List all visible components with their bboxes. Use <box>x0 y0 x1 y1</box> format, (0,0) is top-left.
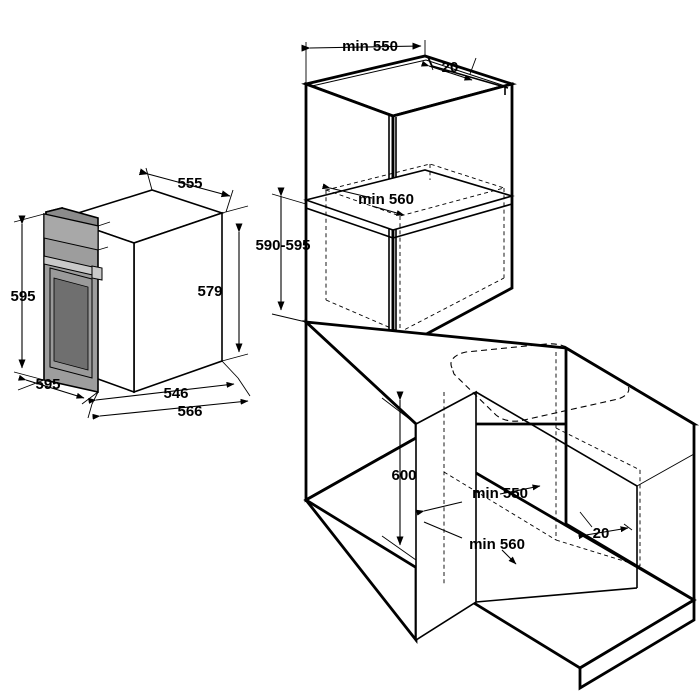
ext-579-top <box>221 205 249 214</box>
ext-595b-end <box>81 391 99 405</box>
door-depth-tick-mid <box>97 246 109 251</box>
dim-label-579: 579 <box>197 283 222 300</box>
ext-566-end <box>237 377 251 397</box>
dim-label-566: 566 <box>177 403 202 420</box>
dim-label-20-top: 20 <box>442 59 459 76</box>
ext-566-start <box>87 403 93 419</box>
hidden-diag-upper <box>555 427 641 471</box>
niche-shelf-right-edge <box>392 196 513 239</box>
dimline-min560-lower-a <box>423 521 463 539</box>
dim-595-front-width: 595 <box>17 374 99 405</box>
dim-label-min560-upper: min 560 <box>358 191 414 208</box>
dimline-20-lower <box>578 526 629 540</box>
dimline-min550-lower-a <box>416 501 463 516</box>
dim-label-min550-top: min 550 <box>342 38 398 55</box>
ext-546-end <box>221 360 239 379</box>
dim-20-top: 20 <box>420 57 477 81</box>
dim-label-595-width: 595 <box>35 376 60 393</box>
dimline-min560-upper-a <box>322 183 373 199</box>
door-glass-inner <box>53 277 89 371</box>
dim-min550-lower: min 550 <box>416 484 541 516</box>
dimline-595b <box>17 374 85 399</box>
dim-555-depth: 555 <box>138 167 234 213</box>
door-depth-tick-top <box>97 221 111 227</box>
oven-right-face <box>133 211 223 394</box>
ext-20lower-a <box>579 511 593 528</box>
installation-view: min 550 20 min 560 590-595 <box>255 38 700 691</box>
dim-label-600: 600 <box>391 467 416 484</box>
upper-cabinet-top-rim <box>311 59 506 87</box>
dimline-555 <box>138 168 231 198</box>
ext-579-bottom <box>221 353 249 362</box>
ext-595a-top <box>13 213 45 223</box>
ext-555-right <box>225 189 234 213</box>
ext-555-left <box>145 167 153 191</box>
upper-cabinet-right-face <box>391 82 514 355</box>
dim-label-595-front: 595 <box>10 288 35 305</box>
dim-600: 600 <box>381 391 417 561</box>
dim-label-546: 546 <box>163 385 188 402</box>
lower-niche-left-wall <box>415 390 477 642</box>
door-handle-end-cap <box>91 265 103 281</box>
dim-20-lower: 20 <box>578 511 633 542</box>
hidden-depth-lower <box>555 539 641 567</box>
dimline-min550-top <box>301 42 422 52</box>
dimline-20-top <box>420 60 473 81</box>
dimline-546 <box>88 381 235 404</box>
lower-cabinet-hidden-lines <box>443 352 641 584</box>
dim-566-width: 566 <box>87 377 251 420</box>
lower-niche-step <box>636 453 695 487</box>
hidden-diag-lower <box>443 471 557 541</box>
dim-590-595: 590-595 <box>255 187 311 323</box>
dim-min560-lower: min 560 <box>423 521 525 565</box>
dim-label-20-lower: 20 <box>593 525 610 542</box>
ext-590595-top <box>271 193 307 205</box>
dim-min560-upper: min 560 <box>322 183 414 216</box>
dim-label-min550-lower: min 550 <box>472 485 528 502</box>
dim-595-front-height: 595 <box>10 213 45 381</box>
dimline-min550-lower-b <box>499 484 541 495</box>
oven-front-door <box>43 206 103 393</box>
dim-min550-top: min 550 <box>301 38 426 84</box>
dimline-566 <box>92 398 249 420</box>
lower-cabinet <box>301 318 700 691</box>
upper-cabinet <box>301 54 517 355</box>
lower-cabinet-base-front <box>578 597 696 691</box>
dimline-min560-lower-b <box>501 549 517 565</box>
dim-label-min560-lower: min 560 <box>469 536 525 553</box>
ext-600-bottom <box>381 535 417 561</box>
lower-niche-bottom-edge <box>475 587 638 603</box>
dim-579-body-height: 579 <box>197 205 249 362</box>
appliance-view: 595 555 579 595 <box>10 167 251 420</box>
dim-label-590-595: 590-595 <box>255 237 310 254</box>
lower-niche-top-edge <box>475 391 638 487</box>
ext-590595-bottom <box>271 313 307 323</box>
dim-label-555: 555 <box>177 175 202 192</box>
dimline-min560-upper-b <box>371 205 405 216</box>
